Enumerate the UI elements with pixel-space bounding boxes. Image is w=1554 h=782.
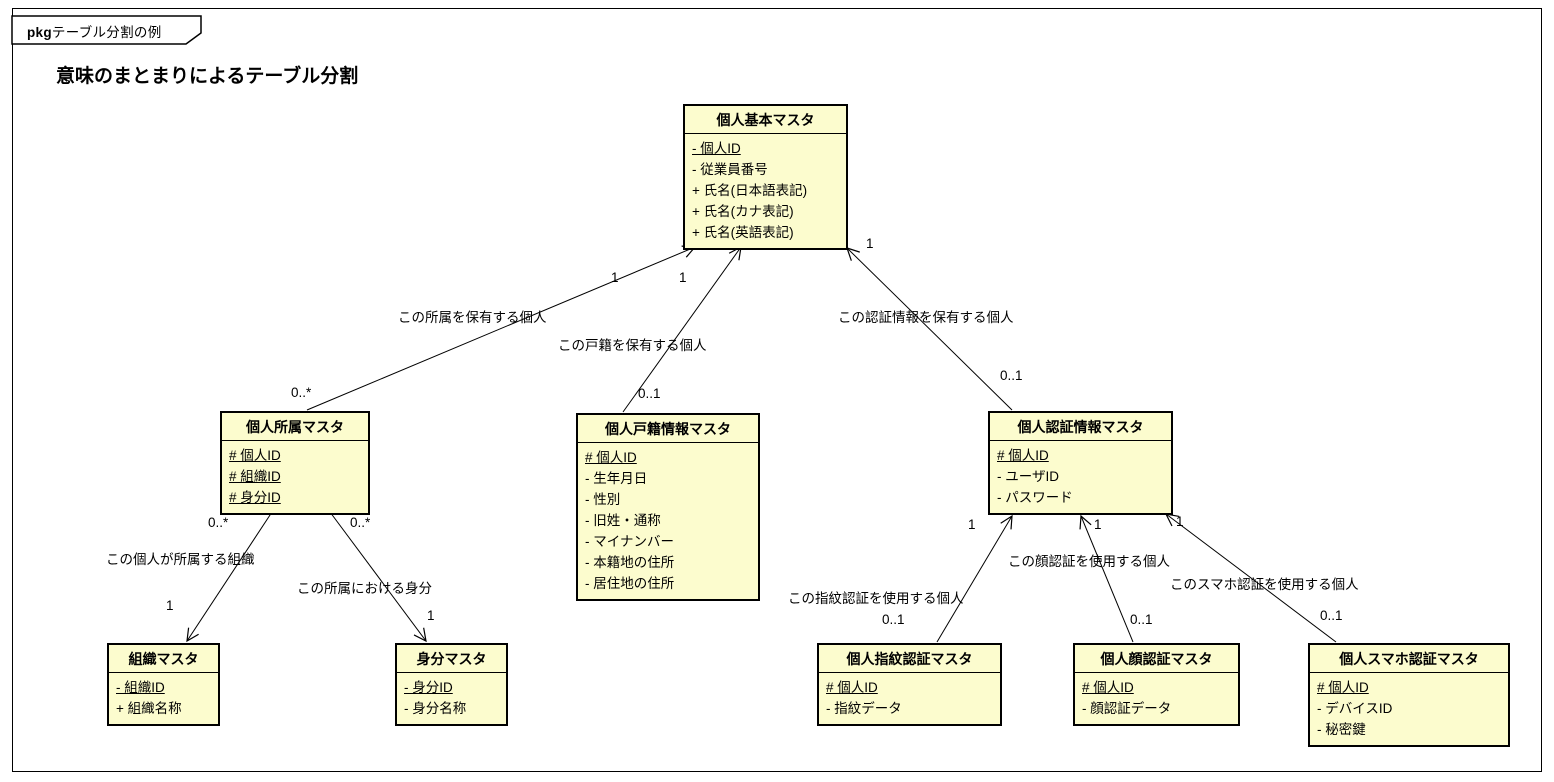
entity-title: 個人認証情報マスタ: [990, 413, 1171, 441]
entity-attribute: - 個人ID: [692, 141, 741, 156]
multiplicity-label: 1: [968, 517, 976, 532]
entity-kojin-shozoku-master[interactable]: 個人所属マスタ # 個人ID # 組織ID # 身分ID: [220, 411, 370, 515]
entity-attribute: - 顔認証データ: [1082, 701, 1172, 716]
package-tab-shape: [11, 15, 202, 45]
entity-attribute: - 身分ID: [404, 680, 453, 695]
entity-kojin-koseki-joho-master[interactable]: 個人戸籍情報マスタ # 個人ID - 生年月日 - 性別 - 旧姓・通称 - マイナンバ…: [576, 413, 760, 601]
multiplicity-label: 1: [866, 236, 874, 251]
entity-title: 個人指紋認証マスタ: [819, 645, 1000, 673]
edge-label: このスマホ認証を使用する個人: [1170, 577, 1359, 592]
entity-attributes: - 個人ID - 従業員番号 + 氏名(日本語表記) + 氏名(カナ表記) + 氏名(英…: [685, 134, 846, 248]
edge-kao-ninsho: [1079, 514, 1134, 643]
entity-attribute: - 旧姓・通称: [585, 513, 661, 528]
entity-attribute: - マイナンバー: [585, 534, 674, 549]
entity-attribute: # 個人ID: [1317, 680, 1369, 695]
entity-title: 個人戸籍情報マスタ: [578, 415, 758, 443]
edge-label: この指紋認証を使用する個人: [788, 591, 964, 606]
entity-attribute: - 性別: [585, 492, 621, 507]
entity-attribute: # 個人ID: [1082, 680, 1134, 695]
entity-attribute: + 氏名(英語表記): [692, 225, 794, 240]
entity-attribute: # 身分ID: [229, 490, 281, 505]
edge-sumaho-ninsho: [1164, 513, 1337, 643]
diagram-frame: [12, 8, 1542, 772]
entity-attribute: + 組織名称: [116, 701, 182, 716]
multiplicity-label: 1: [1176, 514, 1184, 529]
entity-attributes: - 組織ID + 組織名称: [109, 673, 218, 724]
entity-attributes: # 個人ID - 顔認証データ: [1075, 673, 1238, 724]
entity-attribute: - 従業員番号: [692, 162, 768, 177]
entity-title: 身分マスタ: [397, 645, 506, 673]
entity-kojin-shimon-ninsho-master[interactable]: 個人指紋認証マスタ # 個人ID - 指紋データ: [817, 643, 1002, 726]
entity-attribute: - ユーザID: [997, 469, 1059, 484]
entity-attributes: - 身分ID - 身分名称: [397, 673, 506, 724]
package-name: テーブル分割の例: [51, 25, 162, 40]
entity-attribute: - 本籍地の住所: [585, 555, 675, 570]
entity-attribute: # 個人ID: [826, 680, 878, 695]
entity-attributes: # 個人ID - 指紋データ: [819, 673, 1000, 724]
entity-kojin-kao-ninsho-master[interactable]: 個人顔認証マスタ # 個人ID - 顔認証データ: [1073, 643, 1240, 726]
entity-attributes: # 個人ID # 組織ID # 身分ID: [222, 441, 368, 513]
entity-kojin-sumaho-ninsho-master[interactable]: 個人スマホ認証マスタ # 個人ID - デバイスID - 秘密鍵: [1308, 643, 1510, 747]
entity-attribute: - 秘密鍵: [1317, 722, 1366, 737]
edge-shozoku-mibun: [329, 511, 427, 643]
edge-ninsho-kihon: [846, 247, 1013, 411]
entity-attribute: - デバイスID: [1317, 701, 1393, 716]
multiplicity-label: 1: [1094, 517, 1102, 532]
edge-label: この所属における身分: [297, 581, 432, 596]
diagram-heading: 意味のまとまりによるテーブル分割: [56, 66, 359, 87]
entity-title: 個人顔認証マスタ: [1075, 645, 1238, 673]
multiplicity-label: 1: [679, 270, 687, 285]
multiplicity-label: 0..*: [291, 385, 312, 400]
entity-attribute: + 氏名(カナ表記): [692, 204, 794, 219]
multiplicity-label: 0..1: [1130, 612, 1153, 627]
entity-title: 組織マスタ: [109, 645, 218, 673]
edge-koseki-kihon: [622, 245, 742, 413]
multiplicity-label: 0..1: [1000, 368, 1023, 383]
edge-label: この所属を保有する個人: [398, 310, 547, 325]
edge-label: この戸籍を保有する個人: [558, 338, 707, 353]
entity-attribute: - 生年月日: [585, 471, 648, 486]
entity-attributes: # 個人ID - 生年月日 - 性別 - 旧姓・通称 - マイナンバー - 本籍地の住所 -…: [578, 443, 758, 599]
edge-shozoku-soshiki: [186, 511, 273, 643]
entity-attribute: - 指紋データ: [826, 701, 902, 716]
entity-kojin-ninsho-joho-master[interactable]: 個人認証情報マスタ # 個人ID - ユーザID - パスワード: [988, 411, 1173, 515]
entity-attribute: + 氏名(日本語表記): [692, 183, 808, 198]
edge-shimon-ninsho: [936, 514, 1013, 643]
edge-label: この顔認証を使用する個人: [1008, 554, 1170, 569]
entity-attribute: # 個人ID: [585, 450, 637, 465]
multiplicity-label: 0..*: [208, 515, 229, 530]
entity-title: 個人スマホ認証マスタ: [1310, 645, 1508, 673]
multiplicity-label: 0..1: [1320, 608, 1343, 623]
entity-attribute: # 個人ID: [997, 448, 1049, 463]
entity-attribute: - パスワード: [997, 490, 1073, 505]
multiplicity-label: 1: [427, 608, 435, 623]
multiplicity-label: 1: [611, 270, 619, 285]
entity-attribute: - 居住地の住所: [585, 576, 675, 591]
multiplicity-label: 0..*: [350, 515, 371, 530]
entity-attribute: - 組織ID: [116, 680, 165, 695]
multiplicity-label: 0..1: [638, 386, 661, 401]
multiplicity-label: 1: [166, 598, 174, 613]
multiplicity-label: 0..1: [882, 612, 905, 627]
package-keyword: pkg: [27, 25, 52, 40]
package-tab-label: pkgテーブル分割の例: [27, 21, 162, 41]
edge-label: この個人が所属する組織: [106, 552, 255, 567]
entity-title: 個人所属マスタ: [222, 413, 368, 441]
edge-label: この認証情報を保有する個人: [838, 310, 1014, 325]
entity-attribute: # 個人ID: [229, 448, 281, 463]
edge-shozoku-kihon: [306, 245, 697, 411]
entity-mibun-master[interactable]: 身分マスタ - 身分ID - 身分名称: [395, 643, 508, 726]
entity-attribute: # 組織ID: [229, 469, 281, 484]
entity-attributes: # 個人ID - デバイスID - 秘密鍵: [1310, 673, 1508, 745]
entity-title: 個人基本マスタ: [685, 106, 846, 134]
entity-kojin-kihon-master[interactable]: 個人基本マスタ - 個人ID - 従業員番号 + 氏名(日本語表記) + 氏名(カナ表…: [683, 104, 848, 250]
entity-soshiki-master[interactable]: 組織マスタ - 組織ID + 組織名称: [107, 643, 220, 726]
entity-attributes: # 個人ID - ユーザID - パスワード: [990, 441, 1171, 513]
entity-attribute: - 身分名称: [404, 701, 467, 716]
